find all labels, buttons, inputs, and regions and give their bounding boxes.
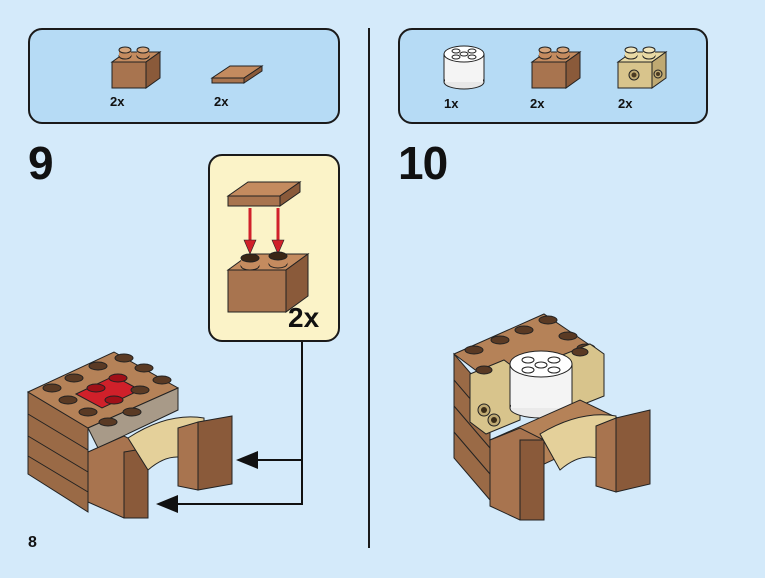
step-9-number: 9 [28,137,54,189]
tan-brick-1x2-side-studs-icon [616,46,668,89]
brown-brick-1x2-icon [110,46,162,89]
brown-plate-tile-1x2-icon [210,65,264,84]
callout-multiplier: 2x [288,302,320,333]
brown-brick-1x2-icon [530,46,582,89]
step-9-parts-box: 2x 2x [28,28,340,124]
step-9-model-illustration [26,351,233,519]
callout-assembly-illustration [226,181,310,313]
step-9-part-1-qty: 2x [110,94,125,109]
white-round-brick-2x2-icon [443,45,485,90]
page-number: 8 [28,534,37,551]
step-10-part-3-qty: 2x [618,96,633,111]
step-10-parts-box: 1x 2x 2x [398,28,708,124]
step-9-callout: 2x [208,154,340,342]
step-10-part-2-qty: 2x [530,96,545,111]
step-9-part-2-qty: 2x [214,94,229,109]
step-10-number: 10 [398,137,448,189]
step-10-part-1-qty: 1x [444,96,459,111]
column-divider [368,28,370,548]
step-10-model-illustration [453,313,651,521]
